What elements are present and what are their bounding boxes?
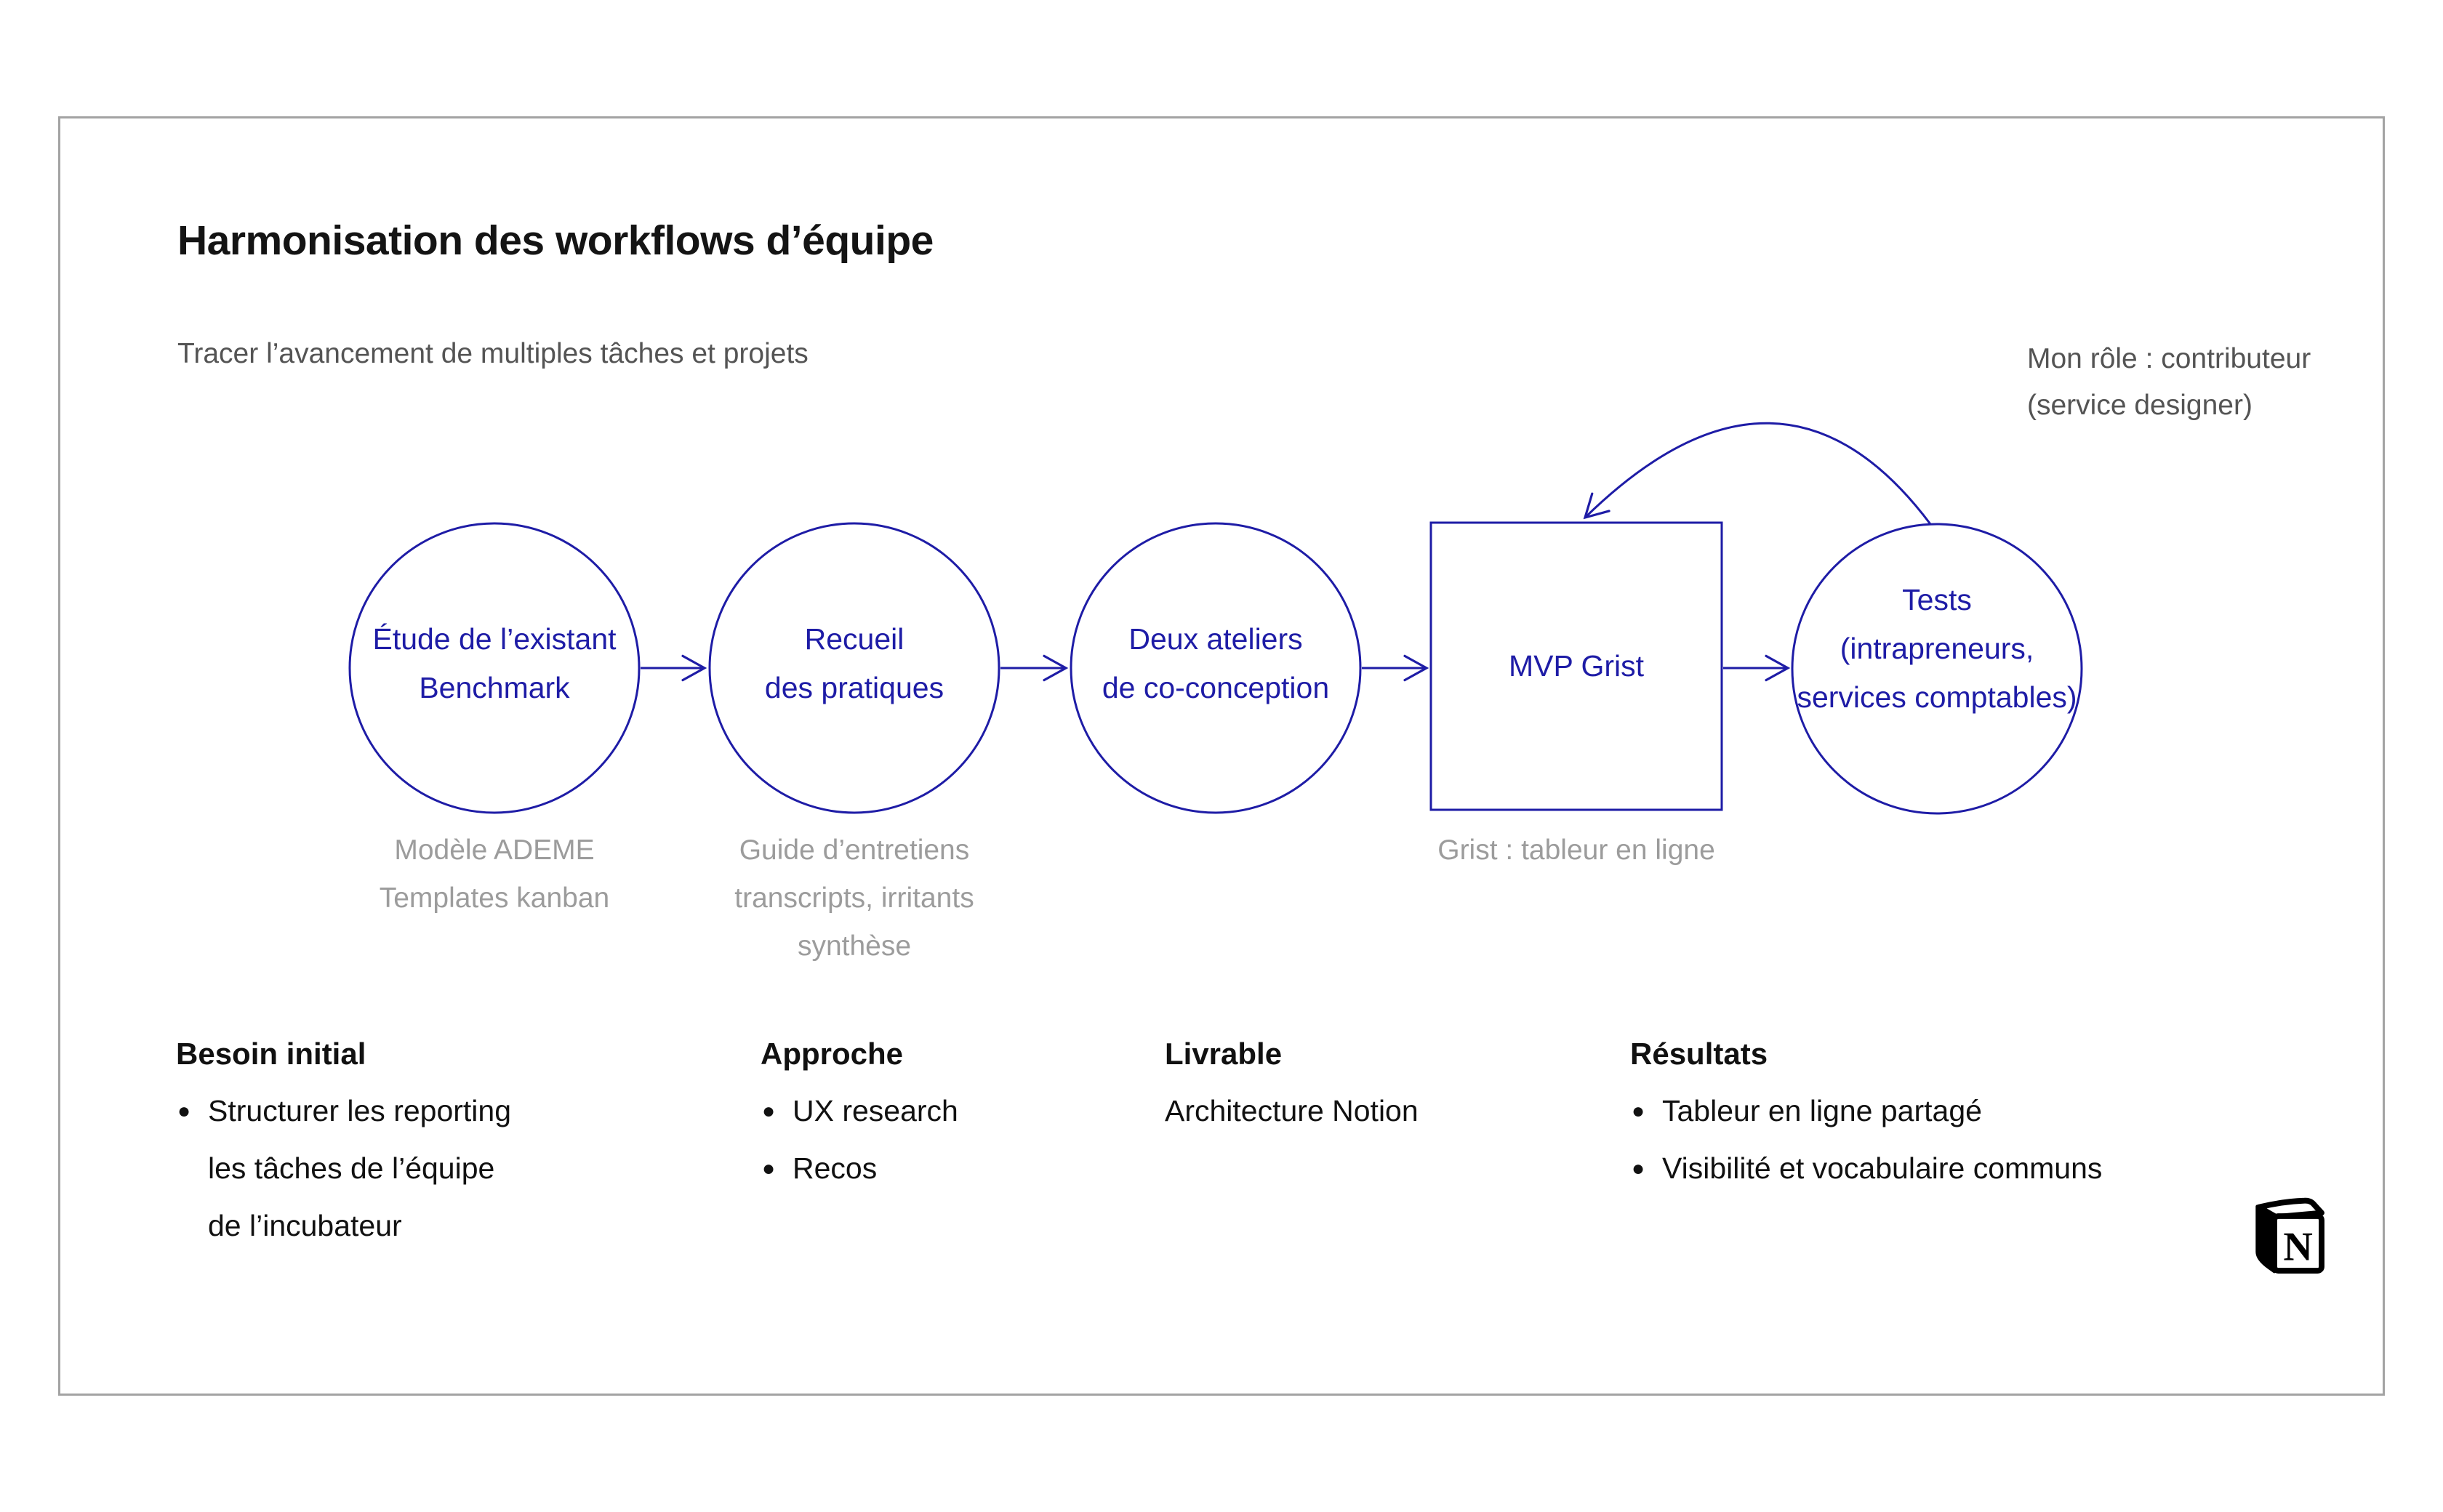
step-circle-ateliers — [1070, 522, 1362, 814]
step-label-etude: Étude de l’existant Benchmark — [372, 622, 617, 704]
page-subtitle: Tracer l’avancement de multiples tâches … — [177, 338, 809, 369]
step-caption-etude: Modèle ADEME Templates kanban — [379, 835, 610, 914]
list-item: Structurer les reporting les tâches de l… — [176, 1082, 641, 1255]
role-line-2: (service designer) — [2027, 390, 2253, 421]
column-header: Livrable — [1165, 1037, 1283, 1071]
step-square-mvp-grist — [1429, 521, 1723, 811]
notion-logo-front-face — [2271, 1213, 2324, 1274]
step-label-mvp-grist: MVP Grist — [1508, 649, 1645, 683]
notion-logo-icon: N — [2255, 1197, 2324, 1274]
column-header: Approche — [761, 1037, 904, 1071]
list-item: Tableur en ligne partagé — [1630, 1082, 2270, 1140]
role-note: Mon rôle : contributeur (service designe… — [2027, 336, 2311, 429]
step-circle-etude — [348, 522, 641, 814]
step-label-ateliers: Deux ateliers de co-conception — [1102, 622, 1330, 704]
list-item: Recos — [761, 1140, 1124, 1197]
list-item: Architecture Notion — [1165, 1094, 1419, 1127]
role-line-1: Mon rôle : contributeur — [2027, 343, 2311, 374]
step-caption-mvp-grist: Grist : tableur en ligne — [1437, 835, 1715, 866]
column-resultats: Résultats Tableur en ligne partagé Visib… — [1630, 1025, 2270, 1197]
step-label-tests: Tests (intrapreneurs, services comptable… — [1797, 583, 2077, 714]
step-circle-tests — [1791, 523, 2083, 815]
step-caption-recueil: Guide d’entretiens transcripts, irritant… — [734, 835, 974, 962]
notion-logo-top-face — [2255, 1197, 2324, 1221]
column-header: Résultats — [1630, 1037, 1768, 1071]
column-approche: Approche UX research Recos — [761, 1025, 1124, 1197]
step-circle-recueil — [708, 522, 1000, 814]
column-livrable: Livrable Architecture Notion — [1165, 1025, 1572, 1140]
list-item: Visibilité et vocabulaire communs — [1630, 1140, 2270, 1197]
step-label-recueil: Recueil des pratiques — [764, 622, 944, 704]
feedback-arrow — [1583, 422, 1932, 525]
column-besoin-initial: Besoin initial Structurer les reporting … — [176, 1025, 641, 1255]
notion-logo-letter: N — [2283, 1224, 2312, 1269]
column-header: Besoin initial — [176, 1037, 366, 1071]
list-item: UX research — [761, 1082, 1124, 1140]
page-title: Harmonisation des workflows d’équipe — [177, 217, 934, 264]
